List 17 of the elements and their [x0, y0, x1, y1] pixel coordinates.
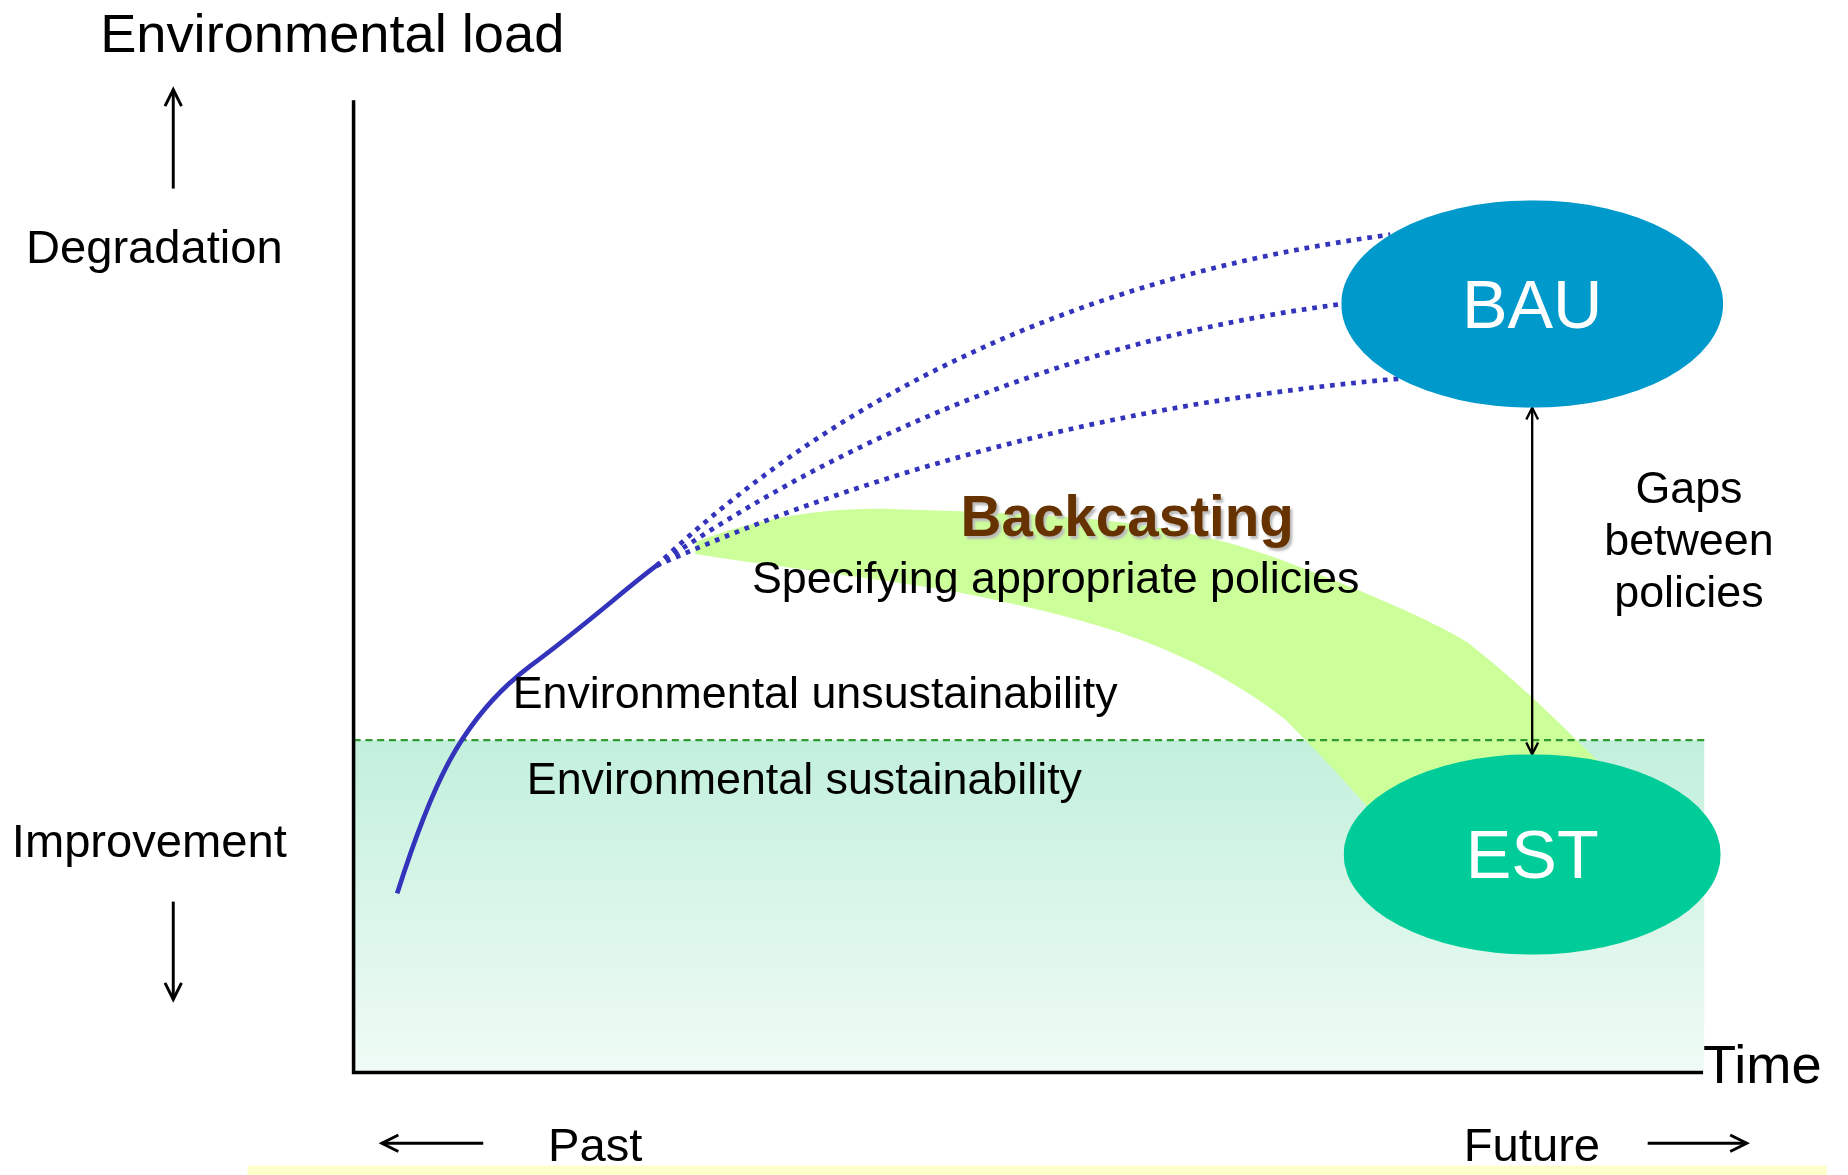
scenario-ellipse: [1343, 754, 1721, 955]
axis-note: Improvement: [11, 813, 287, 868]
double-arrow: [1525, 406, 1540, 756]
scenario-ellipse: [1341, 200, 1724, 408]
node-label: BAU: [1460, 266, 1604, 342]
gap-note: Gaps between policies: [1603, 463, 1775, 619]
method-title: Backcasting: [960, 484, 1294, 550]
zone-label: Environmental sustainability: [526, 754, 1082, 806]
axis-note: Degradation: [25, 219, 283, 274]
axis-note: Future: [1463, 1117, 1601, 1172]
axis-title: Environmental load: [100, 2, 565, 66]
zone-label: Environmental unsustainability: [512, 668, 1118, 720]
band-label: Specifying appropriate policies: [751, 553, 1360, 605]
axis-note: Past: [548, 1117, 643, 1172]
node-label: EST: [1464, 816, 1600, 892]
dotted-line: [655, 376, 1400, 568]
axis-title: Time: [1703, 1034, 1822, 1097]
